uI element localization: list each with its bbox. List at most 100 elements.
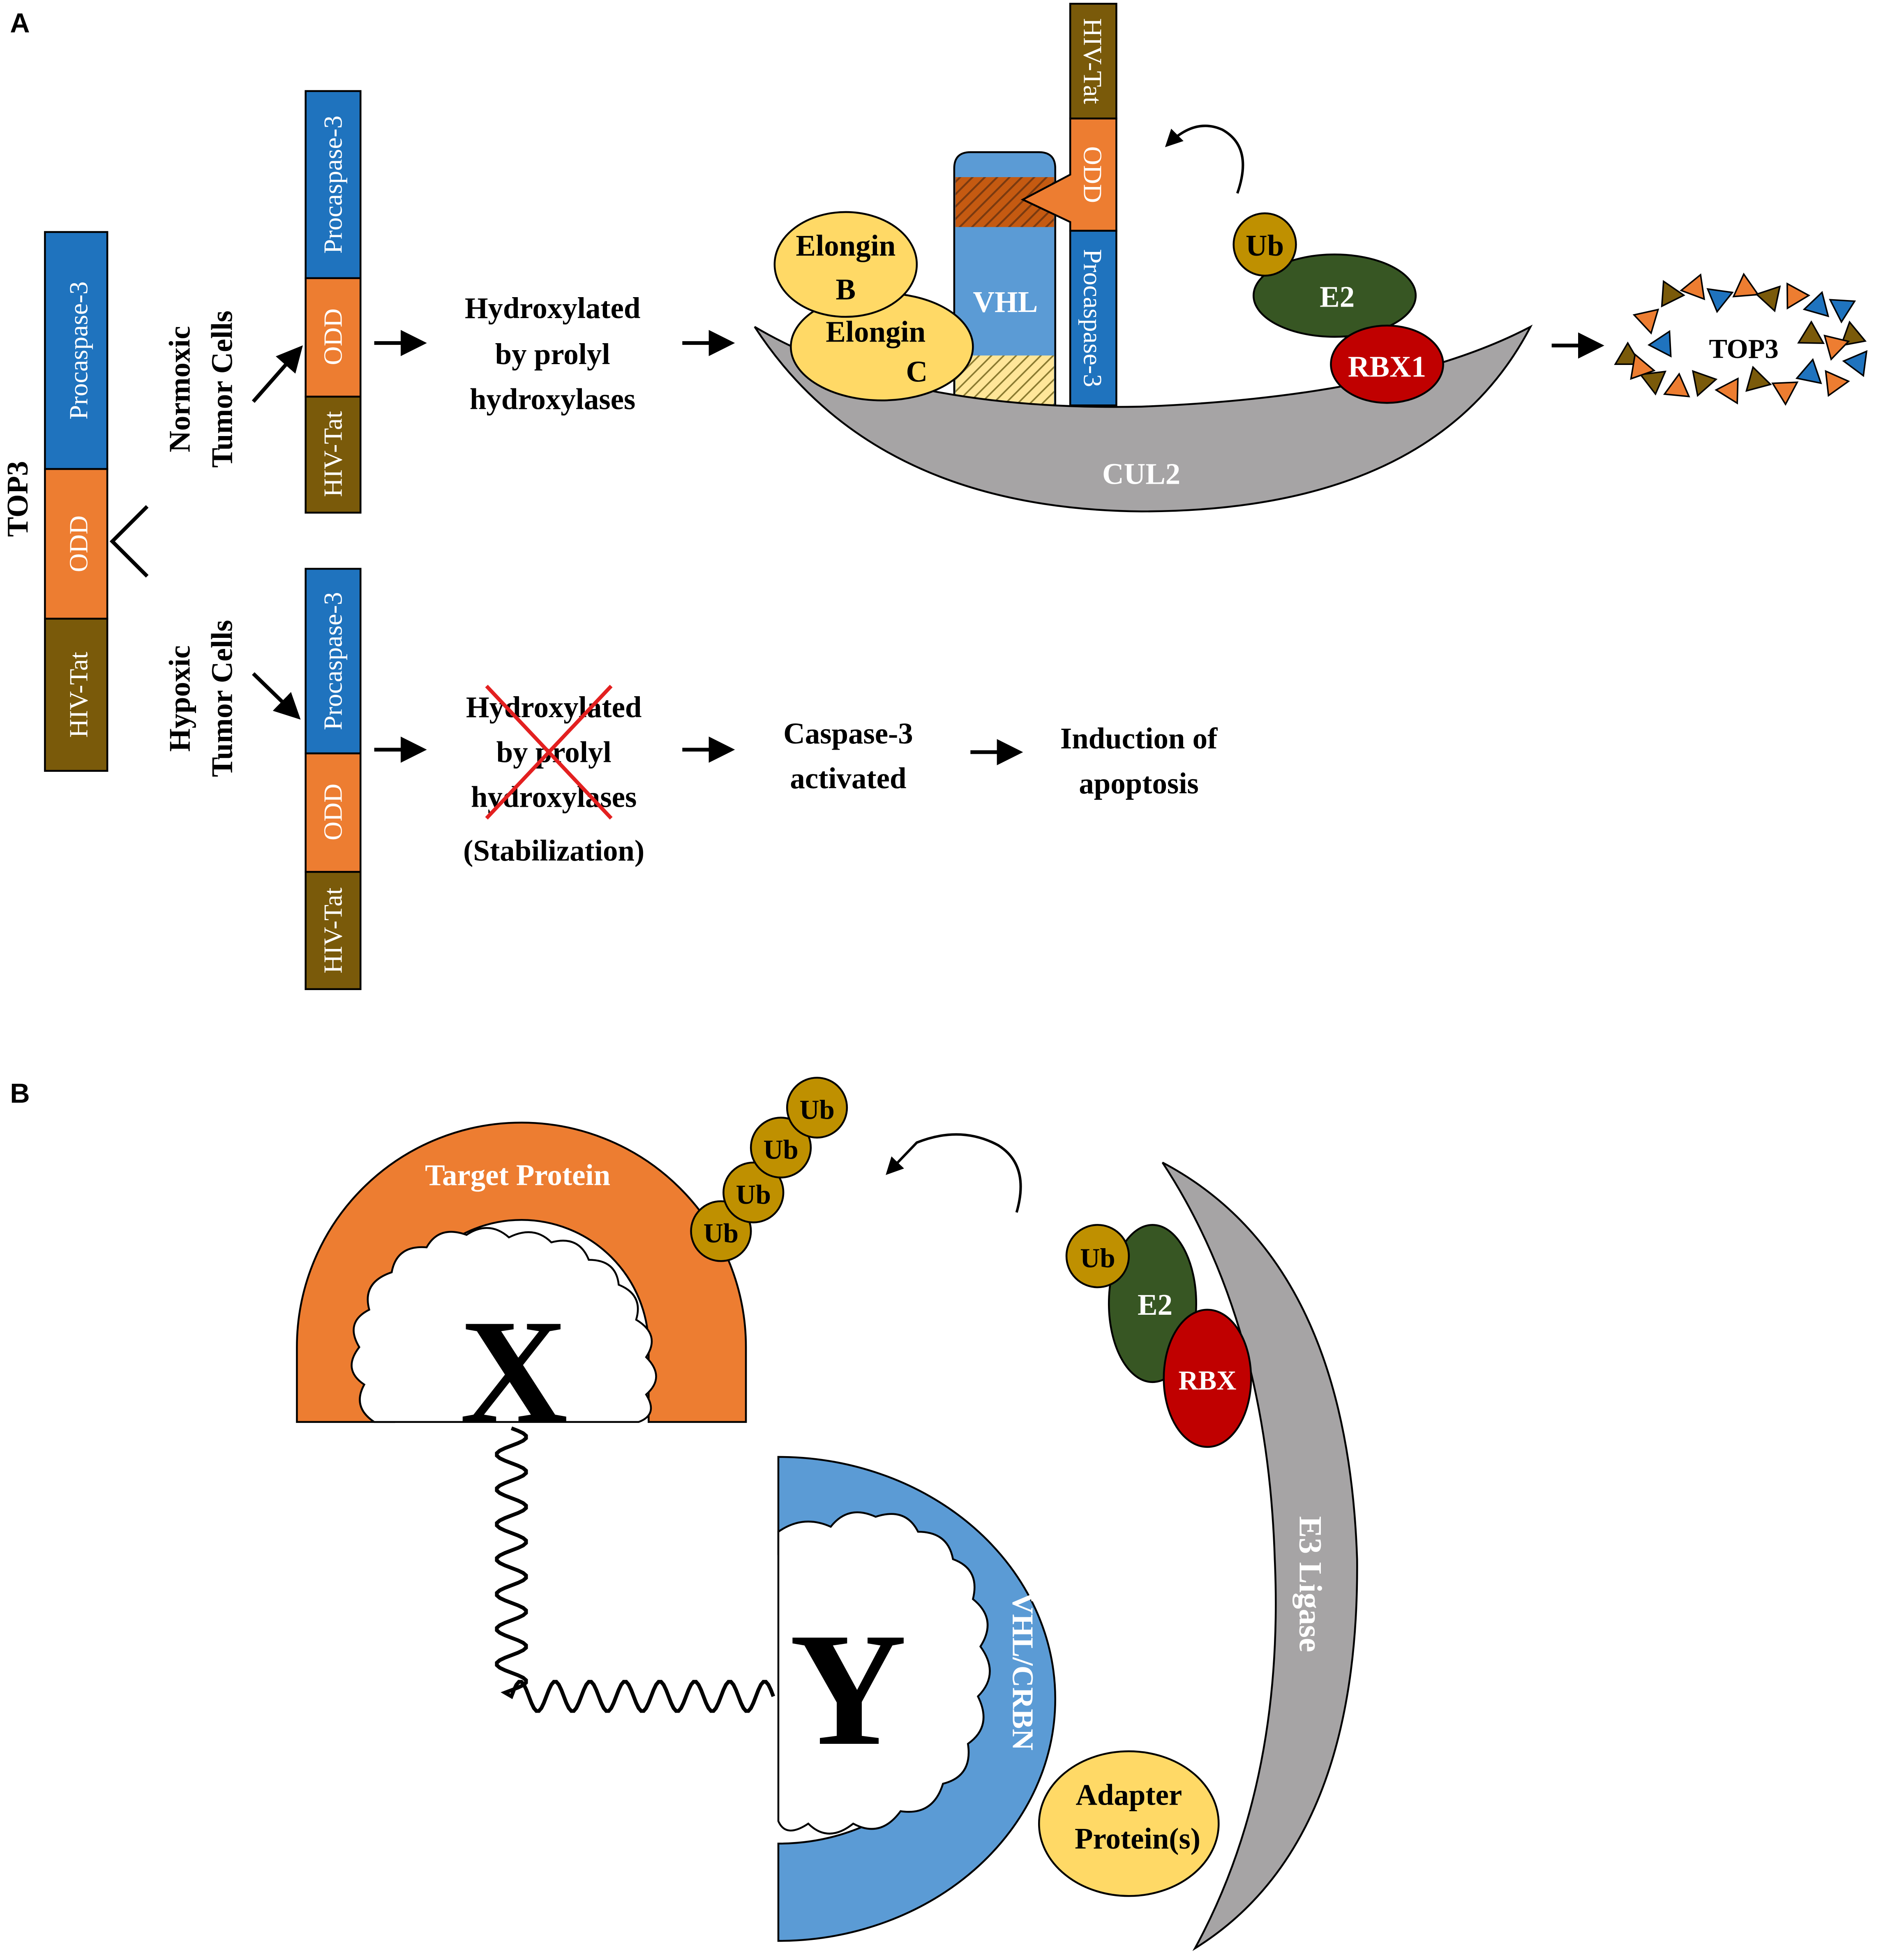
fragment-triangle (1692, 370, 1718, 397)
hypoxic-procaspase-label: Procaspase-3 (319, 592, 348, 730)
elongin-c-line2: C (906, 355, 928, 388)
ub-chain-4-label: Ub (799, 1095, 834, 1125)
target-protein-label: Target Protein (425, 1158, 610, 1191)
fragment-triangle (1823, 335, 1850, 361)
protac-linker (495, 1426, 775, 1713)
vhl-hatch-top (955, 177, 1054, 227)
target-binding-pocket (351, 1227, 657, 1423)
elongin-b-line1: Elongin (796, 229, 895, 262)
fragment-triangle (1661, 280, 1685, 308)
rbx-label-b: RBX (1179, 1366, 1237, 1396)
hypoxic-procaspase-segment (305, 568, 362, 755)
normoxic-label-line2: Tumor Cells (205, 311, 239, 468)
odd-label: ODD (64, 515, 93, 572)
adapter-protein (1038, 1750, 1220, 1897)
ubiquitin-b (1065, 1224, 1130, 1288)
red-cross-line2 (485, 685, 613, 820)
fragment-triangle (1795, 358, 1822, 384)
adapter-line1: Adapter (1076, 1778, 1182, 1812)
substrate-procaspase-segment (1069, 230, 1117, 406)
normoxic-procaspase-label: Procaspase-3 (319, 115, 348, 254)
hypoxic-step-line1: Hydroxylated (466, 690, 642, 724)
fragment-triangle (1771, 381, 1799, 406)
fragment-triangle (1715, 377, 1739, 405)
normoxic-step-line3: hydroxylases (470, 382, 635, 416)
normoxic-arrow (252, 345, 303, 403)
split-bracket (109, 505, 149, 578)
fragment-triangle (1825, 370, 1850, 397)
e3-ligase-label: E3 Ligase (1292, 1516, 1328, 1652)
fragment-triangle (1706, 288, 1734, 314)
ligand-x: X (460, 1288, 568, 1454)
hivtat-segment (44, 618, 108, 772)
vhl-binding-pocket (777, 1511, 991, 1835)
hypoxic-odd-label: ODD (319, 784, 348, 840)
normoxic-odd-label: ODD (319, 308, 348, 365)
top3-label: TOP3 (1, 461, 34, 537)
e2-label-b: E2 (1138, 1288, 1172, 1321)
apoptosis-line2: apoptosis (1079, 766, 1198, 800)
normoxic-procaspase-segment (305, 90, 362, 279)
normoxic-step-line2: by prolyl (495, 337, 610, 371)
fragment-triangle (1755, 285, 1781, 312)
odd-segment (44, 468, 108, 620)
degraded-top3-label: TOP3 (1709, 334, 1778, 364)
substrate-procaspase-label: Procaspase-3 (1078, 249, 1108, 387)
hypoxic-hivtat-segment (305, 871, 362, 990)
hivtat-label: HIV-Tat (64, 652, 93, 738)
rbx1-label: RBX1 (1348, 350, 1426, 383)
fragment-triangle (1797, 320, 1825, 344)
ub-label-b: Ub (1080, 1244, 1115, 1274)
fragment-triangle (1803, 291, 1830, 317)
vhl-e3-complex: VHL HIV-Tat ODD Procaspase-3 CUL2 Elongi… (754, 2, 1533, 513)
vhl-hatch-bottom (955, 355, 1054, 406)
fragment-triangle (1732, 272, 1760, 298)
ub-label: Ub (1246, 229, 1284, 262)
ub-chain-3 (750, 1117, 812, 1179)
top3-construct: Procaspase-3 ODD HIV-Tat (44, 231, 108, 772)
hypoxic-hivtat-label: HIV-Tat (319, 887, 348, 973)
substrate-hivtat-segment (1069, 2, 1117, 120)
rbx-b (1163, 1309, 1252, 1448)
procaspase-label: Procaspase-3 (64, 282, 93, 420)
e2-label: E2 (1320, 280, 1355, 314)
vhl-crbn-label: VHL/CRBN (1006, 1593, 1040, 1750)
ub-chain-2 (722, 1161, 785, 1224)
fragment-triangle (1839, 321, 1867, 347)
apoptosis-line1: Induction of (1060, 722, 1218, 755)
substrate-hivtat-label: HIV-Tat (1078, 18, 1108, 104)
procaspase-segment (44, 231, 108, 470)
cul2-label: CUL2 (1102, 457, 1180, 491)
cul2-crescent (754, 324, 1533, 513)
fragment-triangle (1786, 282, 1811, 310)
hypoxic-construct: Procaspase-3 ODD HIV-Tat (305, 568, 362, 990)
substrate-odd-segment (1020, 118, 1117, 232)
rbx1 (1330, 324, 1444, 404)
hypoxic-step-line2: by prolyl (496, 735, 612, 769)
ub-transfer-arrow-b (886, 1133, 1022, 1213)
substrate-odd-label: ODD (1078, 146, 1108, 203)
adapter-line2: Protein(s) (1075, 1822, 1200, 1855)
fragment-triangle (1632, 308, 1659, 335)
elongin-b (773, 211, 918, 318)
normoxic-hivtat-segment (305, 395, 362, 514)
panel-b-letter: B (10, 1078, 30, 1109)
fragment-triangle (1630, 353, 1656, 380)
fragment-triangle (1745, 365, 1772, 392)
hypoxic-arrow (252, 672, 301, 720)
caspase-line2: activated (790, 762, 906, 795)
elongin-c-line1: Elongin (826, 315, 925, 349)
ub-chain-2-label: Ub (736, 1180, 771, 1210)
fragment-triangle (1680, 273, 1706, 300)
vhl-label: VHL (973, 285, 1038, 319)
caspase-line1: Caspase-3 (783, 717, 913, 750)
hypoxic-step-line4: (Stabilization) (463, 834, 644, 867)
hypoxic-label-line1: Hypoxic (163, 645, 196, 752)
fragment-triangle (1663, 372, 1690, 397)
ub-chain-1-label: Ub (704, 1219, 739, 1249)
panel-a-letter: A (10, 8, 30, 39)
hypoxic-label-line2: Tumor Cells (205, 620, 239, 777)
degraded-top3-fragments (1614, 272, 1868, 406)
